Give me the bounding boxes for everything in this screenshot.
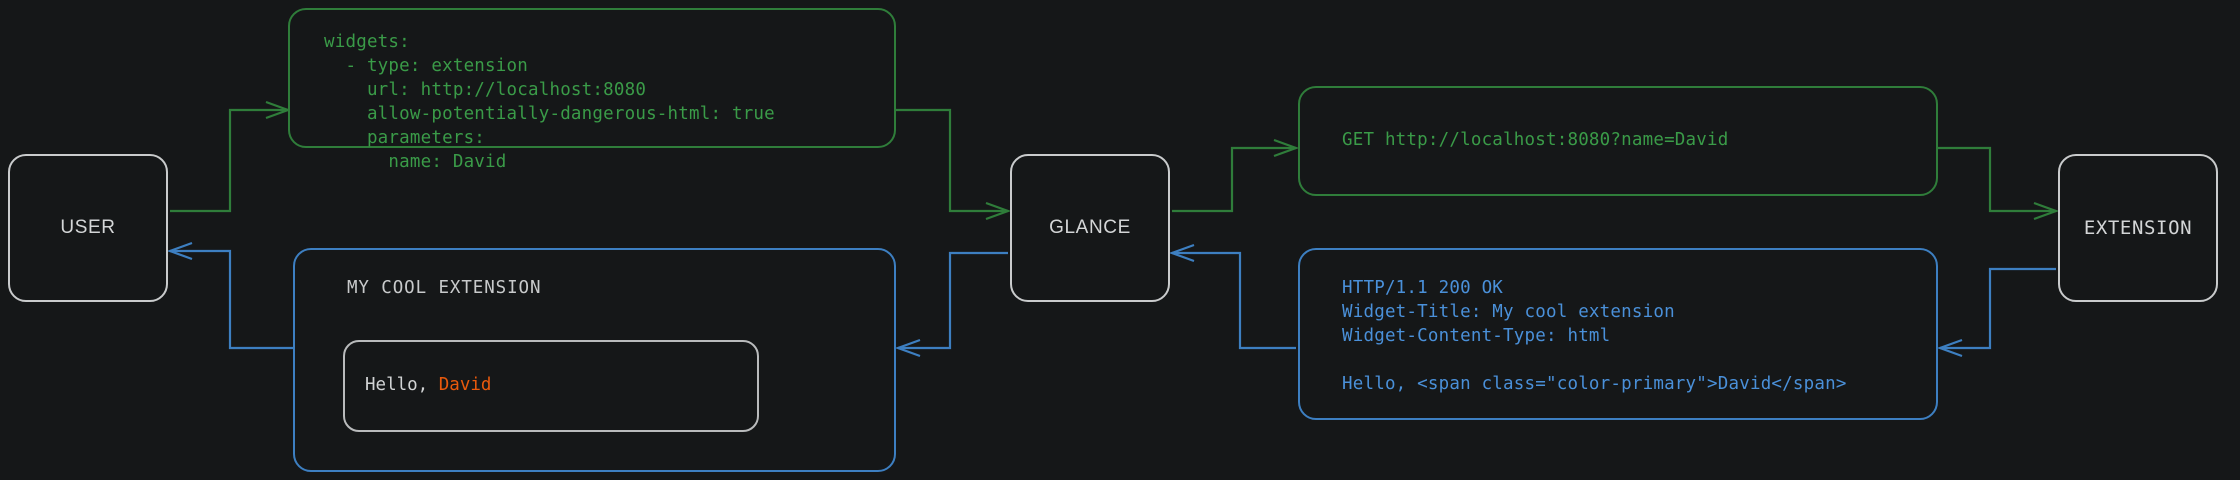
connector-extension-to-response bbox=[1936, 267, 2056, 358]
connector-glance-to-widget bbox=[894, 251, 1008, 358]
http-response-text: HTTP/1.1 200 OK Widget-Title: My cool ex… bbox=[1342, 278, 1847, 394]
rendered-widget-title: MY COOL EXTENSION bbox=[347, 278, 542, 298]
connector-get-to-extension bbox=[1938, 146, 2060, 221]
node-extension-label: EXTENSION bbox=[2083, 217, 2193, 239]
panel-rendered-widget: MY COOL EXTENSION Hello, David bbox=[293, 248, 896, 472]
connector-response-to-glance bbox=[1168, 243, 1296, 350]
connector-user-to-yaml bbox=[170, 100, 292, 213]
rendered-widget-body: Hello, David bbox=[343, 340, 759, 432]
yaml-config-text: widgets: - type: extension url: http://l… bbox=[324, 32, 775, 172]
rendered-widget-greeting: Hello, David bbox=[365, 375, 491, 395]
greeting-name: David bbox=[438, 375, 492, 395]
greeting-prefix: Hello, bbox=[365, 375, 439, 395]
panel-yaml-config: widgets: - type: extension url: http://l… bbox=[288, 8, 896, 172]
connector-yaml-to-glance bbox=[896, 108, 1012, 221]
node-glance[interactable]: GLANCE bbox=[1010, 154, 1170, 302]
connector-glance-to-get bbox=[1172, 138, 1300, 213]
node-extension[interactable]: EXTENSION bbox=[2058, 154, 2218, 302]
panel-http-response: HTTP/1.1 200 OK Widget-Title: My cool ex… bbox=[1298, 248, 1938, 420]
panel-http-request: GET http://localhost:8080?name=David bbox=[1298, 86, 1938, 196]
node-user[interactable]: USER bbox=[8, 154, 168, 302]
node-user-label: USER bbox=[60, 217, 116, 238]
node-glance-label: GLANCE bbox=[1049, 217, 1131, 238]
http-request-text: GET http://localhost:8080?name=David bbox=[1342, 130, 1729, 150]
connector-widget-to-user bbox=[166, 241, 293, 350]
